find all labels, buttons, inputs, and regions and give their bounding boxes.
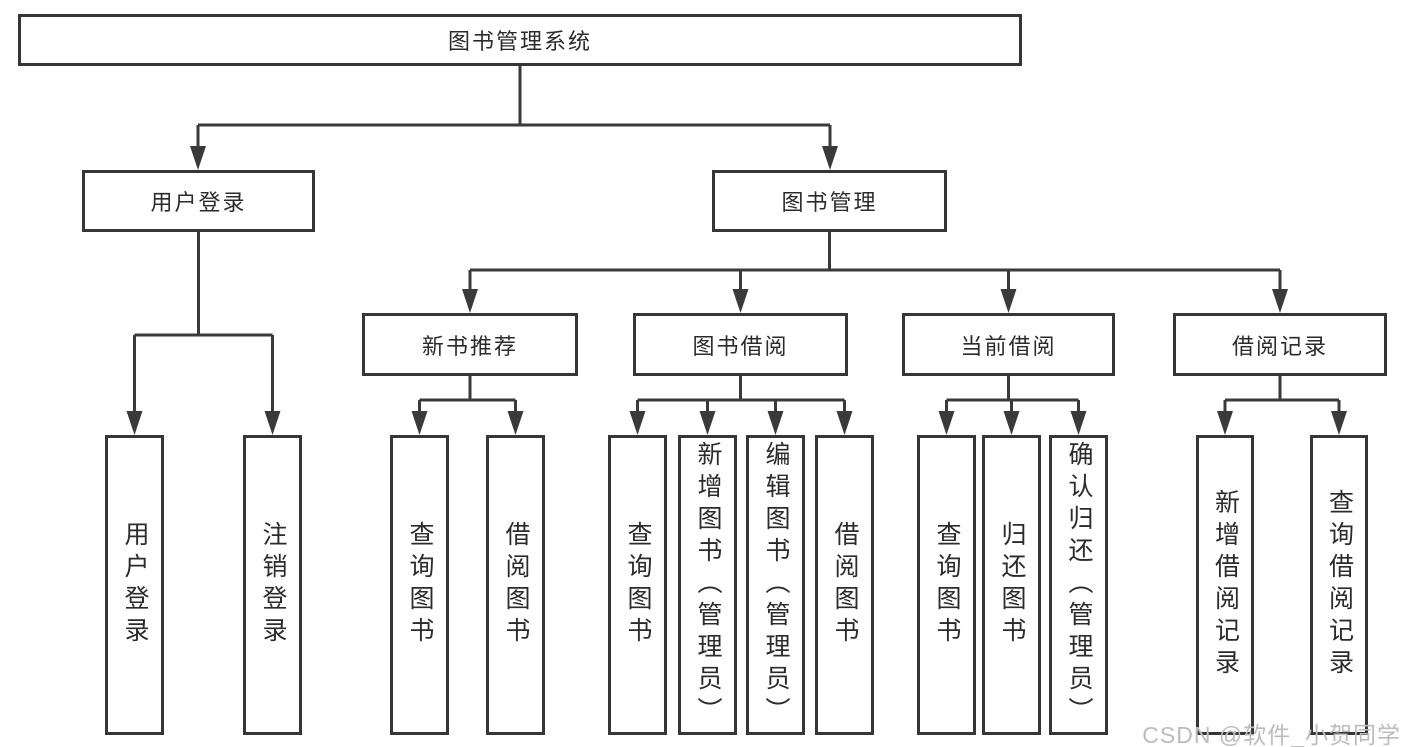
leaf-return-books: 归还图书: [982, 435, 1041, 735]
leaf-edit-book-admin: 编辑图书（管理员）: [746, 435, 805, 735]
node-current-borrowing: 当前借阅: [902, 313, 1115, 376]
csdn-watermark: CSDN @软件_小贺同学: [1142, 722, 1401, 747]
leaf-user-login: 用户登录: [105, 435, 164, 735]
node-user-login: 用户登录: [82, 170, 315, 232]
leaf-query-books-2: 查询图书: [608, 435, 667, 735]
leaf-logout: 注销登录: [243, 435, 302, 735]
node-borrowing-records: 借阅记录: [1173, 313, 1387, 376]
node-new-book-recommend: 新书推荐: [362, 313, 578, 376]
leaf-query-borrow-record: 查询借阅记录: [1310, 435, 1368, 735]
node-book-management: 图书管理: [712, 170, 947, 232]
leaf-query-books-3: 查询图书: [917, 435, 976, 735]
node-book-borrowing: 图书借阅: [633, 313, 848, 376]
node-root-system: 图书管理系统: [18, 14, 1022, 66]
leaf-add-book-admin: 新增图书（管理员）: [678, 435, 737, 735]
leaf-add-borrow-record: 新增借阅记录: [1196, 435, 1254, 735]
leaf-query-books-1: 查询图书: [390, 435, 449, 735]
leaf-borrow-books-1: 借阅图书: [486, 435, 545, 735]
leaf-confirm-return-admin: 确认归还（管理员）: [1049, 435, 1108, 735]
leaf-borrow-books-2: 借阅图书: [815, 435, 874, 735]
